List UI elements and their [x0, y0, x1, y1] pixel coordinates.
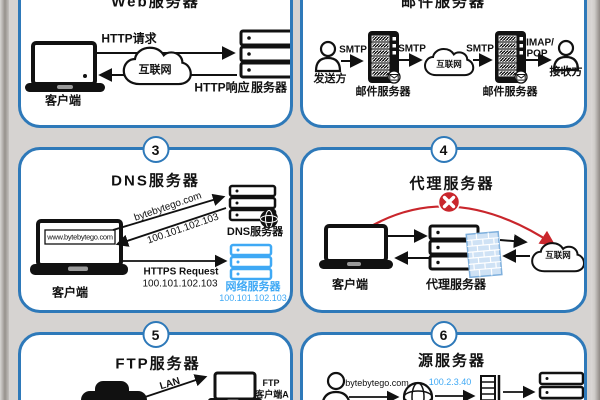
badge-number: 3: [151, 141, 160, 158]
panel-web-server: Web服务器 HTTP请求 互联网 HTTP响应 客户端 服务器: [18, 0, 293, 128]
ftp-server-device-icon: [81, 381, 147, 400]
internet-label: 互联网: [545, 250, 571, 260]
https-request-label: HTTPS Request: [143, 266, 219, 278]
badge-number: 5: [151, 326, 160, 343]
receiver-label: 接收方: [549, 66, 583, 78]
panel-number-badge: 3: [142, 136, 169, 163]
internet-cloud-icon: [531, 242, 584, 273]
proxy-to-internet-arrow: [499, 234, 528, 249]
smtp-label-2: SMTP: [398, 43, 426, 55]
http-response-label: HTTP响应: [194, 80, 250, 95]
receiver-person-icon: [552, 39, 580, 72]
proxy-server-label: 代理服务器: [425, 277, 487, 292]
dns-answer-arrow: [115, 207, 227, 247]
globe-icon: [402, 381, 434, 400]
panel-ftp-server: 5 FTP服务器 LAN FTP 客户端A: [18, 321, 293, 400]
internet-cloud-icon: [122, 46, 192, 86]
mail-server-right-label: 邮件服务器: [482, 86, 538, 98]
panel-origin-server: 6: [300, 321, 587, 400]
firewall-icon: [465, 230, 503, 279]
address-bar-url: www.bytebytego.com: [47, 232, 113, 242]
edge-server-icon: [480, 375, 501, 400]
laptop-icon: [319, 224, 393, 269]
ip-label: 100.2.3.40: [428, 377, 472, 387]
internet-label: 互联网: [436, 59, 462, 69]
mail-server-diagram: [314, 31, 580, 84]
client-label: 客户端: [51, 285, 89, 300]
user-person-icon: [322, 371, 350, 400]
imap-pop-label-line1: IMAP/: [526, 37, 554, 49]
lan-arrow: [144, 374, 208, 398]
web-server-label: 网络服务器: [225, 281, 281, 293]
ftp-client-label-line2: 客户端A: [255, 389, 289, 400]
page-edge-right: [591, 0, 600, 400]
dns-server-label: DNS服务器: [226, 226, 284, 238]
origin-server-diagram: [322, 371, 584, 400]
domain-label: bytebytego.com: [345, 378, 409, 388]
ftp-server-diagram: [81, 371, 262, 400]
panel-title: DNS服务器: [111, 172, 200, 190]
laptop-icon: [25, 41, 105, 92]
internet-label: 互联网: [138, 64, 172, 76]
sender-person-icon: [314, 40, 342, 73]
panel-number-badge: 4: [430, 136, 457, 163]
page-edge-left: [0, 0, 9, 400]
origin-server-stack-icon: [538, 371, 584, 400]
internet-cloud-icon: [424, 48, 475, 77]
mail-server-left-label: 邮件服务器: [355, 86, 411, 98]
server-label: 服务器: [250, 80, 288, 95]
mail-server-icon-left: [368, 31, 401, 84]
sender-label: 发送方: [313, 73, 347, 85]
panel-title: Web服务器: [111, 0, 200, 11]
panel-proxy-server: 4: [300, 136, 587, 313]
panel-title: 源服务器: [417, 352, 487, 370]
panel-dns-server: 3: [18, 136, 293, 313]
server-stack-icon: [239, 29, 290, 79]
mail-server-icon-right: [495, 31, 528, 84]
smtp-label-1: SMTP: [339, 44, 367, 56]
http-request-label: HTTP请求: [101, 31, 157, 46]
smtp-label-3: SMTP: [466, 43, 494, 55]
browser-address-bar: [44, 229, 116, 245]
panel-title: 邮件服务器: [400, 0, 487, 11]
web-server-stack-icon: [229, 243, 273, 281]
web-server-ip-label: 100.101.102.103: [219, 293, 287, 303]
imap-pop-label-line2: POP: [526, 48, 548, 60]
badge-number: 4: [439, 141, 448, 158]
request-ip-label: 100.101.102.103: [142, 278, 218, 290]
dns-query-arrow: [112, 193, 226, 231]
panel-title: FTP服务器: [115, 355, 201, 373]
panel-mail-server: 邮件服务器 SMTP SMTP SMTP 发送方 邮件服务器 互联网 邮件服务器…: [300, 0, 587, 128]
ftp-client-label-line1: FTP: [262, 378, 280, 388]
panel-number-badge: 5: [142, 321, 169, 348]
client-label: 客户端: [331, 277, 369, 292]
client-label: 客户端: [44, 93, 82, 108]
blocked-x-icon: [437, 190, 461, 214]
panel-number-badge: 6: [430, 321, 457, 348]
proxy-server-diagram: [319, 190, 584, 279]
dns-server-diagram: [30, 184, 278, 281]
laptop-icon: [30, 219, 128, 275]
dns-server-stack-icon: [228, 184, 278, 228]
globe-icon: [260, 210, 278, 228]
badge-number: 6: [439, 326, 448, 343]
web-server-diagram: [25, 29, 290, 92]
laptop-icon: [208, 371, 262, 400]
panel-title: 代理服务器: [409, 175, 495, 193]
